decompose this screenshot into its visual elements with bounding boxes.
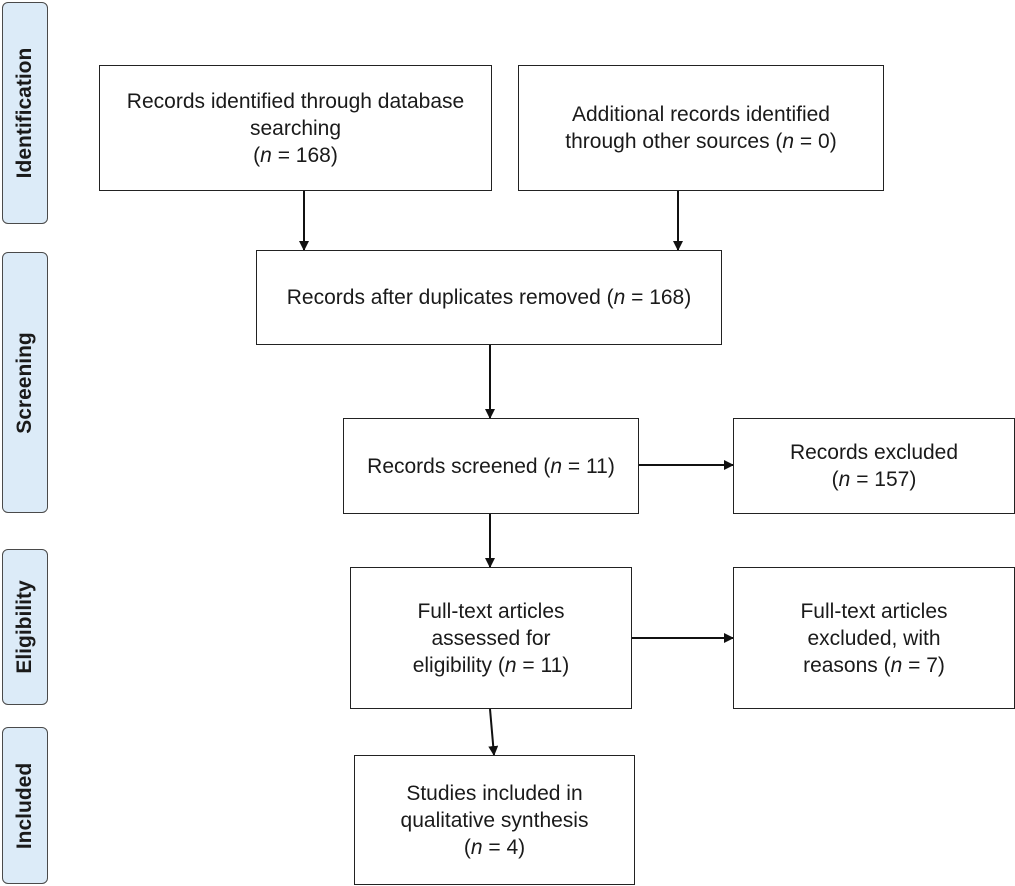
box-after-duplicates: Records after duplicates removed (n = 16…	[256, 250, 722, 345]
stage-screening: Screening	[2, 252, 48, 513]
box-fulltext-assessed: Full-text articles assessed for eligibil…	[350, 567, 632, 709]
box-records-screened-text: Records screened (	[367, 454, 551, 478]
box-other-sources: Additional records identified through ot…	[518, 65, 884, 191]
box-fulltext-assessed-text: Full-text articles assessed for eligibil…	[412, 599, 565, 677]
box-records-excluded-text: Records excluded	[789, 441, 959, 464]
stage-included: Included	[2, 727, 48, 884]
box-fulltext-excluded: Full-text articles excluded, with reason…	[733, 567, 1015, 709]
box-records-excluded: Records excluded(n = 157)	[733, 418, 1015, 514]
arrow-fulltext-to-included	[488, 708, 499, 756]
box-fulltext-excluded-text: Full-text articles excluded, with reason…	[800, 599, 948, 677]
box-database-search-text: Records identified through database sear…	[126, 89, 465, 140]
stage-eligibility: Eligibility	[2, 549, 48, 705]
box-after-duplicates-text: Records after duplicates removed (	[286, 286, 614, 309]
stage-identification: Identification	[2, 2, 48, 224]
box-studies-included: Studies included in qualitative synthesi…	[354, 755, 635, 885]
box-database-search: Records identified through database sear…	[99, 65, 492, 191]
box-other-sources-text: Additional records identified through ot…	[565, 103, 830, 153]
box-records-screened: Records screened (n = 11)	[343, 418, 639, 514]
box-studies-included-text: Studies included in qualitative synthesi…	[400, 781, 589, 832]
